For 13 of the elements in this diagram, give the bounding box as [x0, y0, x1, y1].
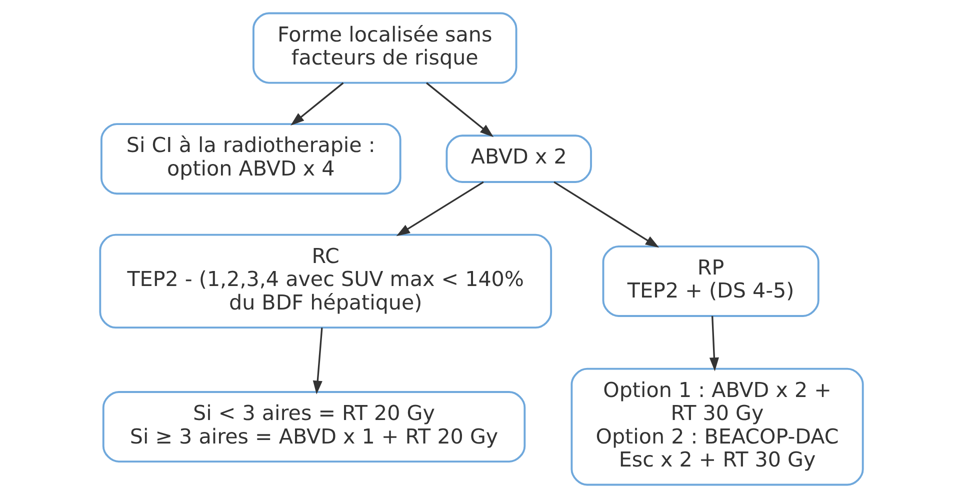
arrow	[396, 181, 484, 236]
node-box: Option 1 : ABVD x 2 + RT 30 Gy Option 2 : BEACOP-DAC Esc x 2 + RT 30 Gy	[570, 368, 864, 486]
arrow	[312, 328, 323, 394]
node-box: Si CI à la radiotherapie : option ABVD x 4	[100, 123, 402, 195]
node-box: RP TEP2 + (DS 4-5)	[602, 245, 820, 317]
arrow	[709, 316, 719, 372]
node-box: RC TEP2 - (1,2,3,4 avec SUV max < 140% du BDF hépatique)	[99, 234, 552, 329]
node-box: ABVD x 2	[446, 134, 592, 183]
node-box: Si < 3 aires = RT 20 Gy Si ≥ 3 aires = ABVD x 1 + RT 20 Gy	[102, 391, 526, 463]
arrow	[426, 82, 494, 138]
arrow	[554, 181, 660, 248]
node-box: Forme localisée sans facteurs de risque	[252, 12, 518, 84]
arrow	[290, 82, 344, 126]
